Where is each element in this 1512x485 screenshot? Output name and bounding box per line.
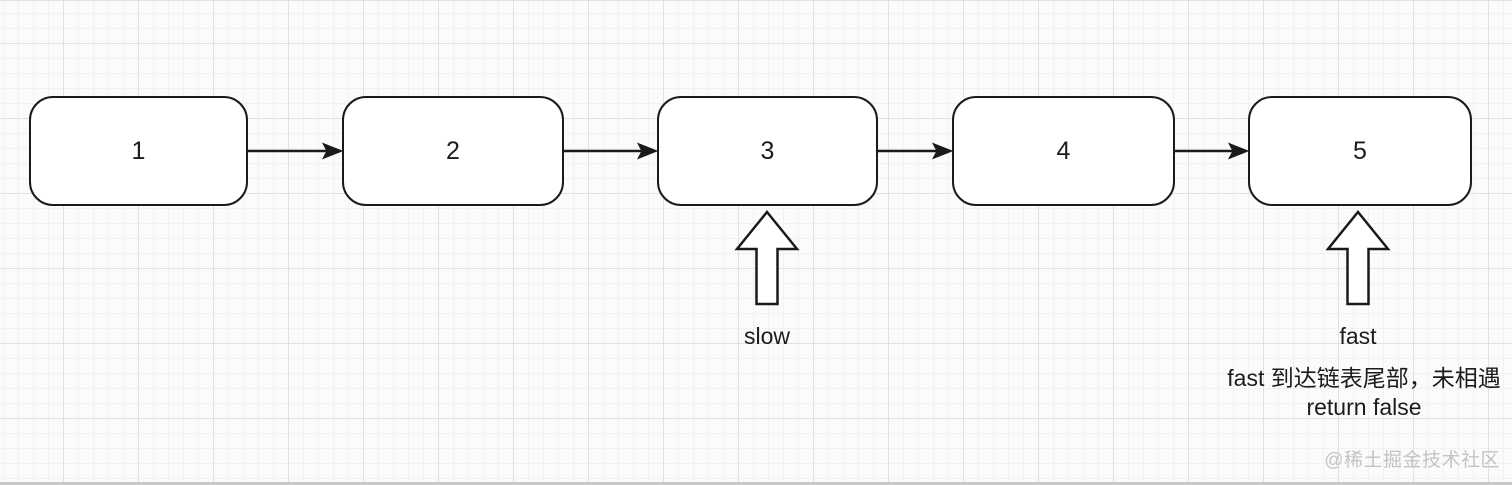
annotation-line-1: fast 到达链表尾部，未相遇 bbox=[1227, 365, 1501, 391]
fast-pointer-arrow bbox=[1325, 210, 1391, 306]
list-node-4: 4 bbox=[952, 96, 1175, 206]
link-arrow-1-2 bbox=[248, 142, 344, 160]
list-node-2: 2 bbox=[342, 96, 564, 206]
slow-pointer-arrow bbox=[734, 210, 800, 306]
list-node-5: 5 bbox=[1248, 96, 1472, 206]
annotation-line-2: return false bbox=[1306, 394, 1422, 420]
watermark: @稀土掘金技术社区 bbox=[1324, 450, 1500, 471]
node-value: 1 bbox=[131, 136, 146, 165]
link-arrow-3-4 bbox=[878, 142, 954, 160]
list-node-1: 1 bbox=[29, 96, 248, 206]
list-node-3: 3 bbox=[657, 96, 878, 206]
node-value: 3 bbox=[760, 136, 775, 165]
slow-pointer-label: slow bbox=[743, 323, 790, 349]
canvas-bottom-edge bbox=[0, 482, 1512, 485]
link-arrow-4-5 bbox=[1175, 142, 1250, 160]
fast-pointer-label: fast bbox=[1339, 323, 1377, 349]
node-value: 2 bbox=[446, 136, 460, 165]
link-arrow-2-3 bbox=[564, 142, 659, 160]
annotation: fast 到达链表尾部，未相遇 return false bbox=[1214, 364, 1512, 422]
node-value: 5 bbox=[1353, 136, 1367, 165]
node-value: 4 bbox=[1056, 136, 1071, 165]
